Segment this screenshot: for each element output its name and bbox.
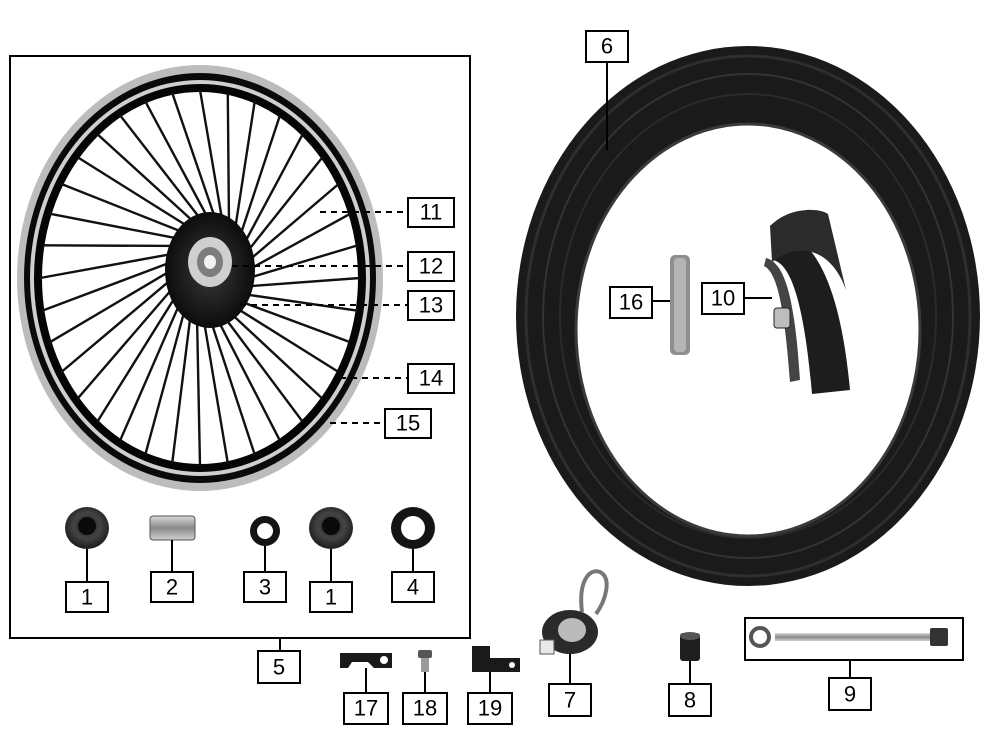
svg-text:7: 7 [564, 688, 576, 713]
spoke [215, 316, 282, 442]
bracket-part-19 [472, 646, 520, 672]
spoke [76, 156, 192, 230]
wheel-spokes [39, 89, 361, 467]
spoke [60, 182, 187, 235]
callout-5: 5 [257, 650, 301, 684]
callout-8: 8 [668, 683, 712, 717]
oil-seal-part-3 [250, 516, 280, 546]
callout-15: 15 [384, 408, 432, 439]
spoke [60, 277, 174, 373]
axle-kit-frame [744, 617, 964, 661]
oil-seal-part-4 [391, 507, 435, 549]
spoke [247, 212, 351, 272]
spoke [228, 310, 324, 400]
svg-text:18: 18 [413, 696, 437, 721]
collar-part-8 [680, 632, 700, 661]
callout-12: 12 [407, 251, 455, 282]
callout-14: 14 [407, 363, 455, 394]
svg-text:16: 16 [619, 290, 643, 315]
callout-13: 13 [407, 290, 455, 321]
spoke [49, 268, 173, 344]
tire [516, 46, 980, 586]
spoke [238, 299, 351, 344]
spoke [242, 292, 358, 312]
bearing-part-1b [309, 507, 353, 549]
wheel-hub [165, 212, 255, 328]
spoke [246, 183, 340, 263]
svg-text:2: 2 [166, 575, 178, 600]
svg-text:6: 6 [601, 34, 613, 59]
svg-text:3: 3 [259, 575, 271, 600]
svg-text:13: 13 [419, 293, 443, 318]
svg-text:5: 5 [273, 655, 285, 680]
speedometer-gearbox-part-7 [539, 569, 609, 655]
svg-text:1: 1 [325, 585, 337, 610]
spoke [96, 133, 198, 226]
spoke [171, 311, 193, 464]
spoke [233, 305, 340, 374]
callout-18: 18 [402, 692, 448, 725]
spoke [144, 306, 187, 455]
spoke [222, 314, 304, 423]
svg-text:8: 8 [684, 688, 696, 713]
spoke [118, 300, 182, 442]
spoke [195, 315, 202, 467]
callout-1a: 1 [65, 581, 109, 613]
callout-10: 10 [701, 282, 745, 315]
spoke [244, 156, 324, 255]
spoke [39, 252, 175, 280]
bracket-part-17 [340, 653, 392, 668]
callout-4: 4 [391, 571, 435, 603]
callout-19: 19 [467, 692, 513, 725]
callout-3: 3 [243, 571, 287, 603]
svg-text:17: 17 [354, 696, 378, 721]
spoke [208, 317, 256, 456]
callout-9: 9 [828, 677, 872, 711]
spoke [241, 133, 304, 247]
spoke [171, 92, 218, 224]
callout-11: 11 [407, 197, 455, 228]
spoke [237, 114, 282, 240]
spoke [226, 92, 231, 229]
callout-7: 7 [548, 683, 592, 717]
callout-6: 6 [585, 30, 629, 63]
spoke [198, 89, 225, 226]
spoke [42, 260, 174, 312]
callout-16: 16 [609, 286, 653, 319]
spoke [247, 244, 358, 280]
callout-1b: 1 [309, 581, 353, 613]
svg-text:11: 11 [420, 200, 443, 225]
spoke [96, 293, 179, 423]
bolt-part-18 [418, 650, 432, 672]
svg-text:14: 14 [419, 366, 443, 391]
spoke [245, 276, 361, 288]
inner-tube-part-10 [764, 209, 850, 394]
svg-text:12: 12 [419, 254, 443, 279]
spoke [76, 285, 176, 400]
spoke [144, 100, 212, 223]
spoke [49, 212, 182, 241]
svg-text:1: 1 [81, 585, 93, 610]
svg-text:9: 9 [844, 682, 856, 707]
svg-text:15: 15 [396, 411, 420, 436]
callout-2: 2 [150, 571, 194, 603]
svg-text:4: 4 [407, 575, 419, 600]
spoke [119, 114, 205, 224]
callout-17: 17 [343, 692, 389, 725]
bearing-part-1a [65, 507, 109, 549]
distance-collar-part-2 [149, 515, 196, 541]
svg-text:19: 19 [478, 696, 502, 721]
rim-band-part-16 [670, 255, 690, 355]
spoke [233, 101, 256, 234]
wheel-assembly-frame [9, 55, 471, 639]
spoke [202, 317, 229, 464]
spoke [42, 244, 178, 248]
front-axle-part-9 [749, 626, 948, 648]
svg-text:10: 10 [711, 286, 735, 311]
